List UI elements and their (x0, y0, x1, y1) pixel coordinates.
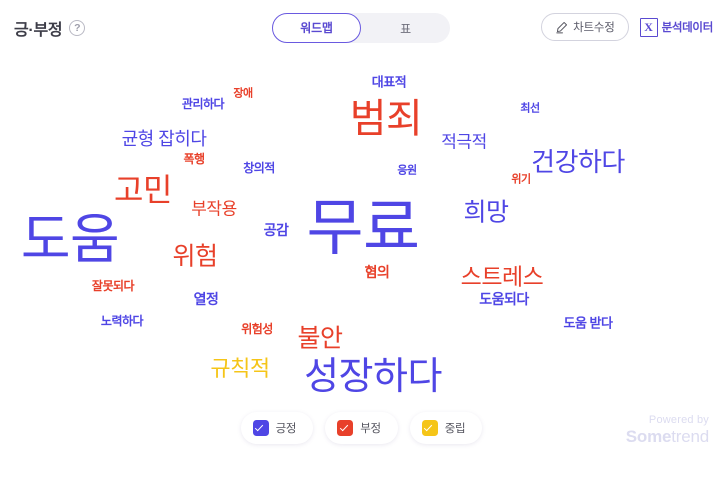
word-cloud-item[interactable]: 성장하다 (304, 356, 442, 398)
export-data-label: 분석데이터 (661, 22, 714, 34)
word-cloud-item[interactable]: 위험성 (241, 322, 273, 336)
question-mark-icon[interactable]: ? (69, 20, 86, 36)
word-cloud-item[interactable]: 무료 (306, 194, 420, 263)
legend-label-negative: 부정 (360, 423, 381, 435)
word-cloud-item[interactable]: 불안 (297, 324, 343, 353)
word-cloud-item[interactable]: 범죄 (349, 97, 423, 141)
word-cloud-item[interactable]: 도움되다 (479, 291, 529, 307)
checkbox-neutral[interactable] (421, 420, 438, 436)
word-cloud-item[interactable]: 희망 (463, 198, 509, 227)
word-cloud-item[interactable]: 열정 (193, 291, 219, 307)
word-cloud-item[interactable]: 최선 (520, 102, 540, 115)
word-cloud-item[interactable]: 위험 (172, 242, 218, 271)
legend-item-neutral[interactable]: 중립 (409, 412, 483, 444)
word-cloud-item[interactable]: 잘못되다 (91, 279, 135, 293)
word-cloud-item[interactable]: 부작용 (191, 199, 237, 219)
chart-header: 긍·부정 ? (0, 0, 723, 56)
edit-chart-label: 차트수정 (573, 22, 615, 34)
word-cloud-item[interactable]: 규칙적 (210, 356, 270, 381)
word-cloud-item[interactable]: 스트레스 (460, 263, 544, 290)
word-cloud-item[interactable]: 건강하다 (531, 147, 625, 177)
word-cloud-item[interactable]: 고민 (114, 172, 172, 208)
word-cloud-item[interactable]: 대표적 (371, 74, 407, 90)
legend-item-positive[interactable]: 긍정 (240, 412, 314, 444)
word-cloud-item[interactable]: 혐의 (364, 264, 390, 280)
edit-chart-button[interactable]: 차트수정 (541, 13, 629, 41)
word-cloud-item[interactable]: 도움 (20, 210, 120, 270)
tab-table[interactable]: 표 (361, 13, 450, 43)
sentiment-legend: 긍정 부정 중립 (0, 412, 723, 444)
export-data-button[interactable]: X 분석데이터 (639, 17, 714, 37)
header-actions: 차트수정 X 분석데이터 (541, 13, 713, 41)
word-cloud-item[interactable]: 폭행 (183, 152, 205, 166)
legend-label-neutral: 중립 (444, 423, 466, 435)
word-cloud-item[interactable]: 균형 잡히다 (121, 129, 207, 149)
checkbox-positive[interactable] (252, 420, 269, 436)
word-cloud-item[interactable]: 응원 (397, 164, 417, 177)
legend-item-negative[interactable]: 부정 (325, 412, 398, 444)
tab-wordmap[interactable]: 워드맵 (272, 13, 361, 43)
word-cloud-item[interactable]: 창의적 (243, 161, 275, 175)
checkbox-negative[interactable] (337, 420, 354, 436)
view-mode-toggle[interactable]: 워드맵 표 (272, 13, 450, 43)
word-cloud-item[interactable]: 공감 (263, 222, 289, 238)
word-cloud-item[interactable]: 관리하다 (181, 97, 225, 111)
pencil-icon (555, 21, 568, 34)
word-cloud-item[interactable]: 도움 받다 (563, 315, 613, 331)
word-cloud-item[interactable]: 적극적 (441, 132, 487, 152)
word-cloud-item[interactable]: 위기 (511, 173, 531, 186)
legend-label-positive: 긍정 (275, 423, 297, 435)
word-cloud-item[interactable]: 노력하다 (100, 314, 144, 328)
page-title: 긍·부정 (14, 22, 63, 39)
title-group: 긍·부정 ? (14, 16, 86, 40)
excel-file-icon: X (639, 17, 658, 37)
word-cloud-item[interactable]: 장애 (233, 87, 253, 100)
